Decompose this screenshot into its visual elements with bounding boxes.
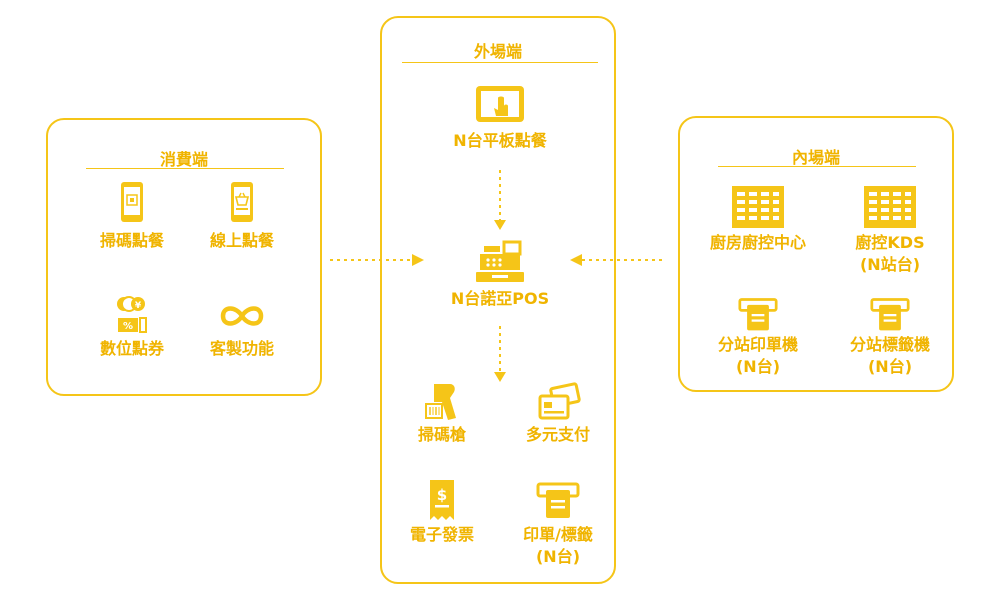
infinity-icon — [220, 306, 264, 326]
arrow-consumer-to-pos — [330, 254, 424, 266]
front-panel: 外場端 N台平板點餐 N台諾亞POS — [380, 16, 616, 584]
kitchen-item-station-printer: 分站印單機 (N台) — [694, 294, 822, 378]
front-item-label: 電子發票 — [409, 525, 474, 544]
kitchen-title: 內場端 — [791, 148, 840, 167]
kitchen-item-kds: 廚控KDS (N站台) — [830, 182, 950, 276]
kitchen-item-label: 分站標籤機 — [849, 335, 930, 354]
svg-text:$: $ — [437, 486, 447, 504]
front-tablet: N台平板點餐 — [382, 84, 618, 152]
consumer-title-rule — [86, 168, 284, 169]
consumer-item-label: 線上點餐 — [209, 231, 274, 250]
printer-icon — [536, 482, 580, 518]
arrow-pos-to-peripherals — [494, 326, 506, 382]
receipt-icon: $ — [430, 480, 454, 520]
consumer-title: 消費端 — [159, 150, 208, 169]
front-item-label: 印單/標籤 — [523, 525, 593, 544]
grid-display-icon — [864, 186, 916, 228]
kitchen-item-sub: (N台) — [867, 357, 913, 376]
kitchen-item-label: 廚控KDS — [855, 233, 925, 252]
arrow-tablet-to-pos — [494, 170, 506, 230]
kitchen-item-control-center: 廚房廚控中心 — [686, 182, 830, 254]
coupon-icon: ¥ % — [117, 296, 147, 333]
kitchen-item-sub: (N台) — [735, 357, 781, 376]
grid-display-icon — [732, 186, 784, 228]
front-item-payment: 多元支付 — [506, 380, 610, 446]
front-item-label: 掃碼槍 — [417, 425, 466, 444]
kitchen-item-label: 廚房廚控中心 — [709, 233, 806, 252]
qr-phone-icon — [121, 182, 143, 222]
consumer-item-qr-order: 掃碼點餐 — [84, 180, 180, 252]
front-tablet-label: N台平板點餐 — [453, 131, 547, 150]
kitchen-item-sub: (N站台) — [859, 255, 921, 274]
consumer-item-label: 客製功能 — [209, 339, 274, 358]
front-pos-label: N台諾亞POS — [450, 289, 550, 308]
front-item-sub: (N台) — [535, 547, 581, 566]
printer-icon — [738, 298, 778, 331]
front-item-scanner: 掃碼槍 — [390, 380, 494, 446]
consumer-item-label: 數位點券 — [99, 339, 164, 358]
consumer-item-custom-feature: 客製功能 — [194, 294, 290, 360]
printer-icon — [870, 298, 910, 331]
front-title-rule — [402, 62, 598, 63]
svg-text:%: % — [123, 321, 133, 332]
front-pos: N台諾亞POS — [382, 240, 618, 310]
kitchen-panel: 內場端 廚房廚控中心 廚控KDS (N站台) — [678, 116, 954, 392]
shopping-phone-icon — [231, 182, 253, 222]
cash-register-icon — [476, 240, 524, 282]
kitchen-title-rule — [718, 166, 916, 167]
barcode-scanner-icon — [425, 384, 456, 420]
front-item-label: 多元支付 — [525, 425, 590, 444]
kitchen-item-label: 分站印單機 — [717, 335, 798, 354]
consumer-item-digital-coupon: ¥ % 數位點券 — [84, 294, 180, 360]
consumer-item-label: 掃碼點餐 — [99, 231, 164, 250]
front-title: 外場端 — [473, 42, 522, 61]
tablet-touch-icon — [476, 86, 524, 122]
consumer-panel: 消費端 掃碼點餐 線上點餐 ¥ % 數位點券 — [46, 118, 322, 396]
front-item-printer: 印單/標籤 (N台) — [506, 476, 610, 568]
svg-text:¥: ¥ — [135, 301, 142, 311]
consumer-item-online-order: 線上點餐 — [194, 180, 290, 252]
kitchen-item-station-label-printer: 分站標籤機 (N台) — [830, 294, 950, 378]
arrow-kitchen-to-pos — [570, 254, 664, 266]
front-item-e-invoice: $ 電子發票 — [390, 476, 494, 546]
payment-cards-icon — [538, 382, 581, 420]
